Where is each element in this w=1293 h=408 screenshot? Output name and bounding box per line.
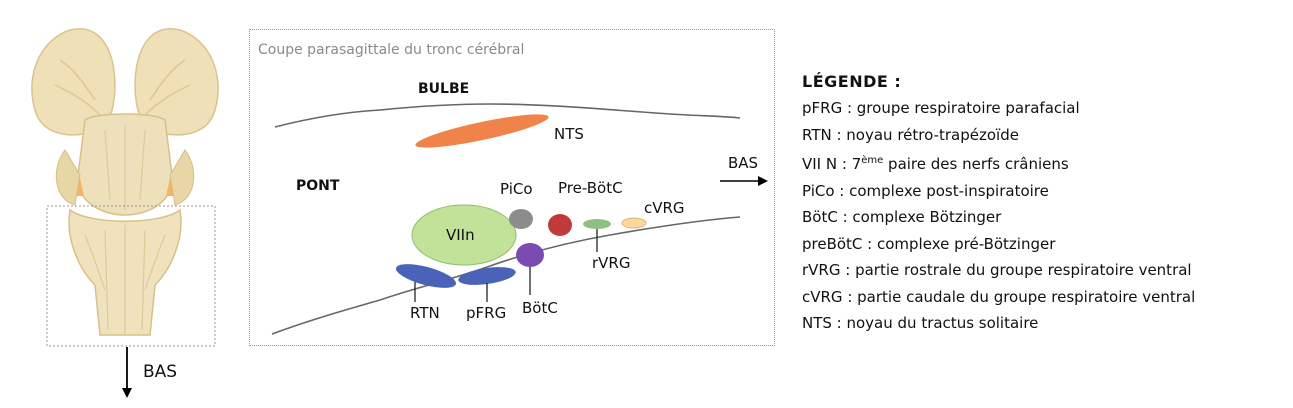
brainstem-illustration xyxy=(31,28,219,398)
viin-label: VIIn xyxy=(446,226,475,244)
legend-item: RTN : noyau rétro-trapézoïde xyxy=(802,125,1019,144)
medulla-oblongata xyxy=(68,208,182,336)
ventral-outline xyxy=(271,216,741,335)
dorsal-outline xyxy=(274,103,741,128)
legend-item: NTS : noyau du tractus solitaire xyxy=(802,314,1039,332)
viin-nucleus xyxy=(411,204,517,266)
right-arrow xyxy=(720,176,768,186)
medulla-label: BULBE xyxy=(418,81,469,97)
legend-item: pFRG : groupe respiratoire parafacial xyxy=(802,99,1080,117)
nts-nucleus xyxy=(415,114,549,148)
legend-item-text: VII N : 7 xyxy=(802,155,862,173)
botc-nucleus xyxy=(516,243,544,267)
parasagittal-section-panel: Coupe parasagittale du tronc cérébral BU… xyxy=(249,29,775,346)
pfrg-label: pFRG xyxy=(466,304,506,322)
pico-label: PiCo xyxy=(500,180,533,198)
nts-label: NTS xyxy=(554,125,584,143)
pico-nucleus xyxy=(509,209,533,229)
pons-label: PONT xyxy=(296,178,340,194)
legend-item: rVRG : partie rostrale du groupe respira… xyxy=(802,261,1192,279)
cvrg-nucleus xyxy=(621,217,647,229)
botc-label: BötC xyxy=(522,299,558,317)
right-direction-label: BAS xyxy=(728,154,758,172)
section-title: Coupe parasagittale du tronc cérébral xyxy=(258,42,525,58)
rvrg-label: rVRG xyxy=(592,254,630,272)
rtn-label: RTN xyxy=(410,304,440,322)
rtn-nucleus xyxy=(395,264,457,288)
rvrg-nucleus xyxy=(583,219,611,229)
prebotc-label: Pre-BötC xyxy=(558,179,623,197)
section-diagram: BULBE PONT NTS VIIn PiCo Pre-BötC rVRG c… xyxy=(271,81,768,335)
cvrg-label: cVRG xyxy=(644,199,685,217)
down-arrow xyxy=(122,347,132,398)
legend-item: BötC : complexe Bötzinger xyxy=(802,208,1002,226)
legend-title: LÉGENDE : xyxy=(802,72,902,91)
pfrg-nucleus xyxy=(458,267,516,285)
down-direction-label: BAS xyxy=(143,362,178,382)
legend-item-text: paire des nerfs crâniens xyxy=(883,155,1069,173)
cerebrum-lobes xyxy=(31,28,219,136)
prebotc-nucleus xyxy=(548,214,572,236)
legend: LÉGENDE : pFRG : groupe respiratoire par… xyxy=(802,72,1282,337)
legend-item-superscript: ème xyxy=(861,155,884,166)
legend-item: VII N : 7ème paire des nerfs crâniens xyxy=(802,148,1282,178)
pons-midbrain xyxy=(77,113,173,216)
selection-box xyxy=(46,205,216,347)
legend-item: PiCo : complexe post-inspiratoire xyxy=(802,181,1049,200)
legend-item: cVRG : partie caudale du groupe respirat… xyxy=(802,287,1196,306)
legend-item: preBötC : complexe pré-Bötzinger xyxy=(802,234,1056,253)
